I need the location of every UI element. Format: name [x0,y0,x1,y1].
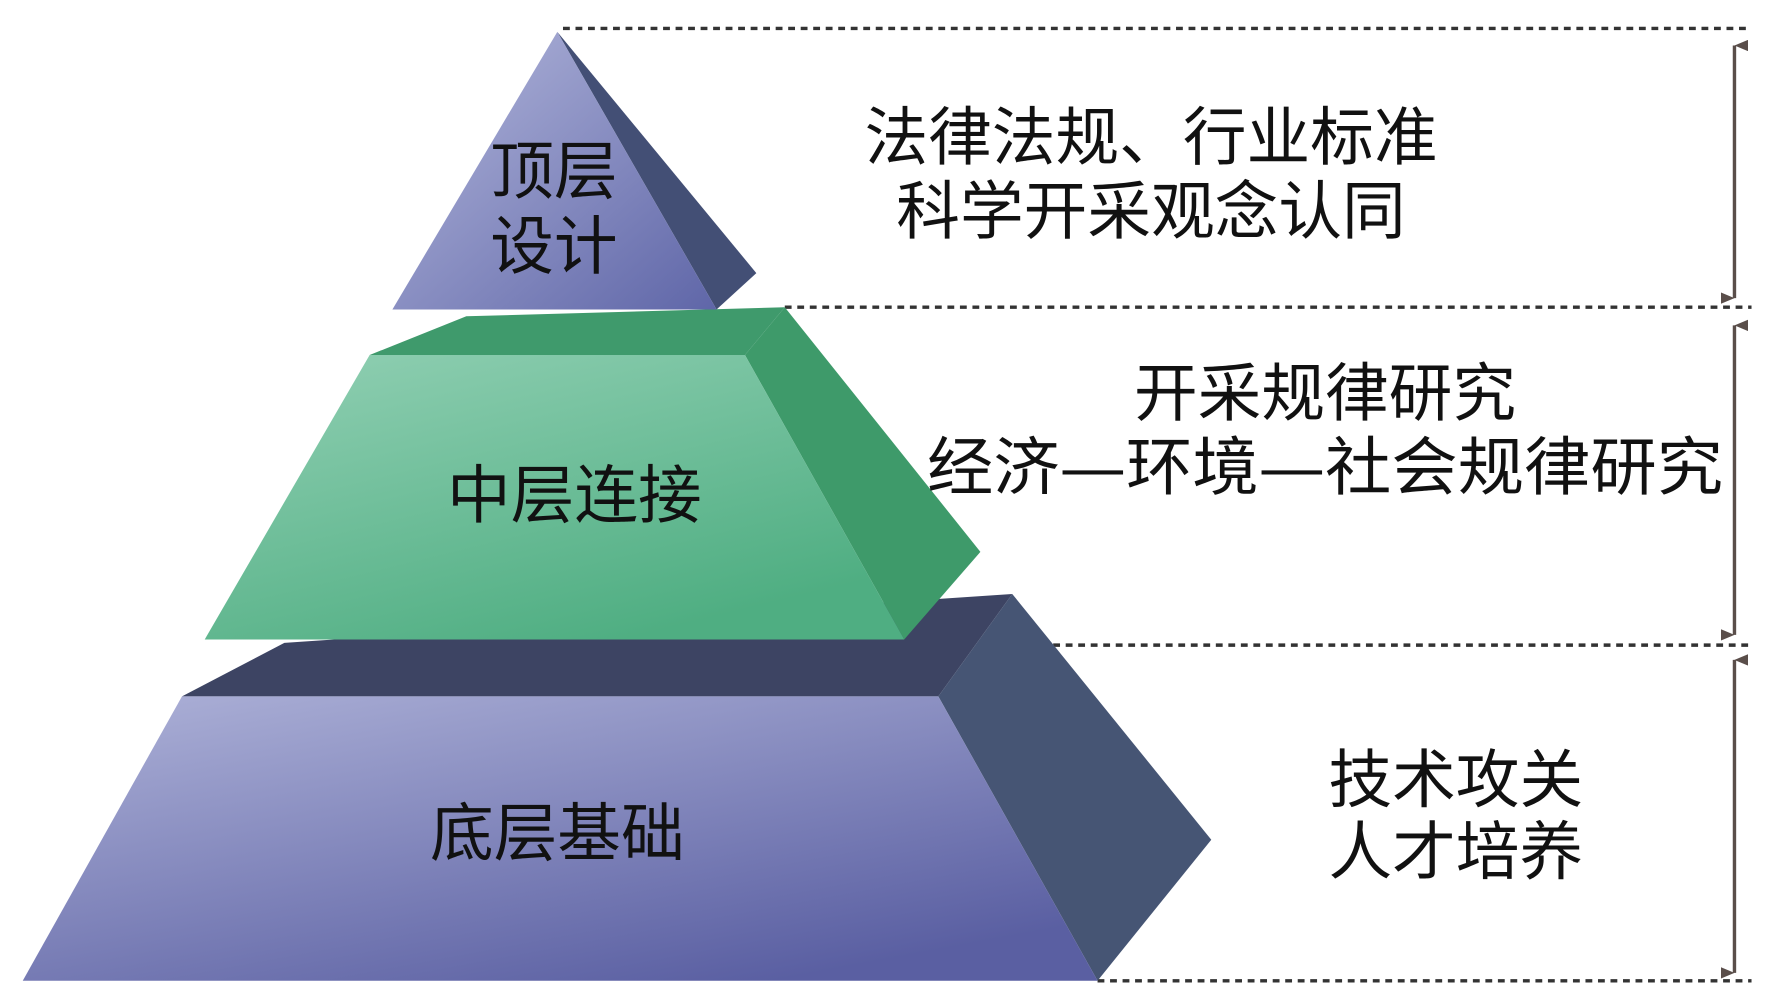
dashed-guides [562,26,1752,983]
top-tier-label-line1: 顶层 [490,135,617,209]
bottom-tier-label: 底层基础 [430,798,685,872]
pyramid-tier-middle [204,307,981,640]
bottom-tier-side-face [938,593,1212,981]
middle-description-line2: 经济—环境—社会规律研究 [927,431,1723,505]
middle-description-line1: 开采规律研究 [1134,357,1516,431]
top-description-line1: 法律法规、行业标准 [864,101,1437,175]
top-tier-label-line2: 设计 [490,211,617,285]
top-tier-side-face [557,31,757,310]
bottom-tier-front-face [22,696,1098,981]
middle-tier-top-face [369,307,785,355]
pyramid-tier-top [392,31,757,310]
top-tier-front-face [392,31,717,310]
middle-tier-label: 中层连接 [447,460,702,534]
top-description-line2: 科学开采观念认同 [896,175,1405,249]
bottom-description-line2: 人才培养 [1328,816,1583,890]
pyramid-tier-bottom [22,593,1212,981]
middle-tier-front-face [204,354,905,640]
middle-tier-side-face [744,307,981,640]
bottom-description-line1: 技术攻关 [1328,744,1583,818]
